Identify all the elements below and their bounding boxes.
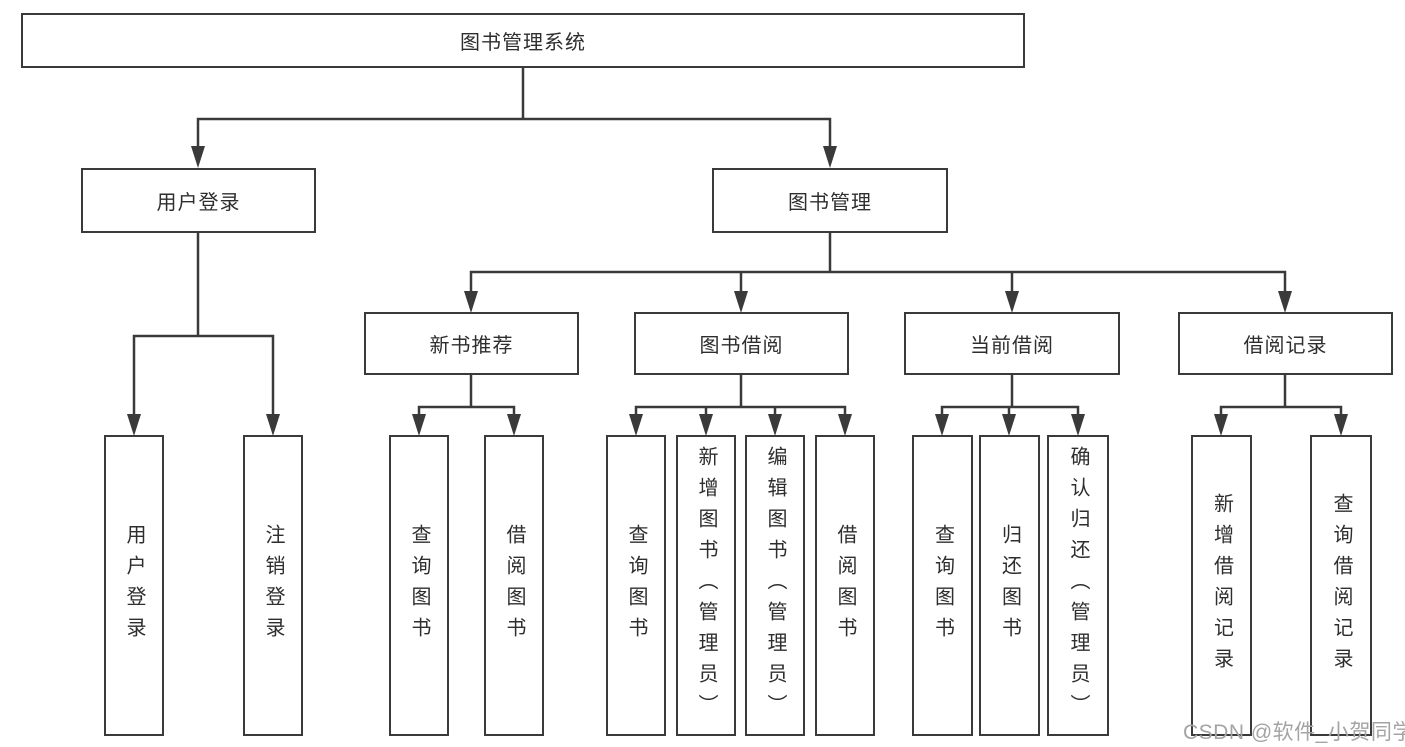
leaf-query-books-recommend: 查询图书 [389, 435, 449, 736]
leaf-query-books-current-label: 查询图书 [931, 523, 954, 648]
leaf-query-books-recommend-label: 查询图书 [408, 523, 430, 648]
leaf-edit-book-admin: 编辑图书（管理员） [745, 435, 805, 736]
node-book-management-label: 图书管理 [788, 192, 872, 214]
leaf-user-login-label: 用户登录 [123, 523, 145, 648]
leaf-return-book: 归还图书 [979, 435, 1040, 736]
leaf-add-book-admin-label: 新增图书（管理员） [695, 446, 717, 725]
node-root: 图书管理系统 [21, 13, 1025, 68]
node-user-login: 用户登录 [81, 168, 316, 233]
node-user-login-label: 用户登录 [156, 192, 241, 214]
arrowheads [127, 146, 1348, 436]
node-new-book-recommend-label: 新书推荐 [429, 335, 514, 357]
leaf-logout-label: 注销登录 [262, 523, 284, 648]
node-book-borrow: 图书借阅 [634, 312, 849, 375]
leaf-user-login: 用户登录 [104, 435, 164, 736]
node-book-management: 图书管理 [712, 168, 948, 233]
leaf-query-books-borrow: 查询图书 [606, 435, 666, 736]
leaf-add-borrow-record-label: 新增借阅记录 [1210, 492, 1233, 679]
leaf-add-borrow-record: 新增借阅记录 [1191, 435, 1252, 736]
node-borrow-records-label: 借阅记录 [1243, 335, 1328, 357]
node-book-borrow-label: 图书借阅 [699, 335, 784, 357]
leaf-borrow-books-recommend: 借阅图书 [484, 435, 544, 736]
leaf-query-borrow-record-label: 查询借阅记录 [1330, 492, 1352, 679]
connector-paths [132, 68, 1343, 418]
node-borrow-records: 借阅记录 [1178, 312, 1393, 375]
node-root-label: 图书管理系统 [460, 32, 586, 54]
leaf-return-book-label: 归还图书 [998, 523, 1021, 648]
node-current-borrow: 当前借阅 [904, 312, 1120, 375]
leaf-confirm-return-admin-label: 确认归还（管理员） [1067, 446, 1089, 725]
leaf-borrow-books-label: 借阅图书 [834, 523, 856, 648]
leaf-query-books-borrow-label: 查询图书 [625, 523, 647, 648]
leaf-query-borrow-record: 查询借阅记录 [1310, 435, 1372, 736]
leaf-borrow-books: 借阅图书 [815, 435, 875, 736]
node-current-borrow-label: 当前借阅 [970, 335, 1054, 357]
leaf-borrow-books-recommend-label: 借阅图书 [503, 523, 525, 648]
leaf-query-books-current: 查询图书 [912, 435, 973, 736]
csdn-watermark: CSDN @软件_小贺同学 [1183, 721, 1405, 744]
leaf-logout: 注销登录 [243, 435, 303, 736]
leaf-add-book-admin: 新增图书（管理员） [676, 435, 736, 736]
leaf-confirm-return-admin: 确认归还（管理员） [1047, 435, 1109, 736]
node-new-book-recommend: 新书推荐 [364, 312, 579, 375]
leaf-edit-book-admin-label: 编辑图书（管理员） [764, 446, 786, 725]
